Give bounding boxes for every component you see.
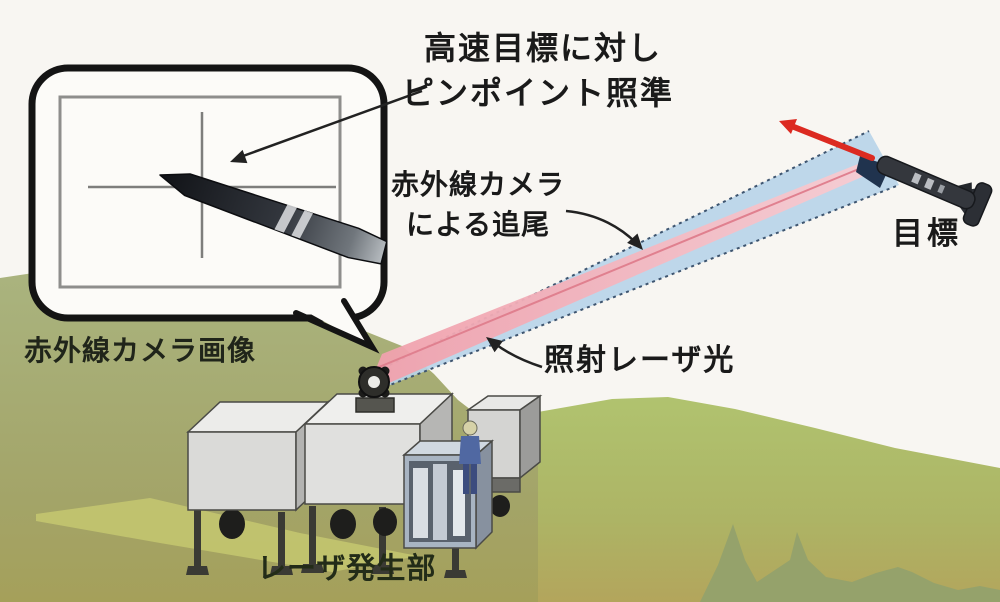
beam-director-turret bbox=[355, 366, 395, 413]
ir-tracking-label-line2: による追尾 bbox=[406, 208, 551, 241]
target-missile bbox=[876, 155, 993, 227]
callout-text-line2: ピンポイント照準 bbox=[402, 74, 675, 112]
trailer-wheels bbox=[219, 495, 510, 539]
callout-text-line1: 高速目標に対し bbox=[424, 29, 663, 67]
laser-ray bbox=[366, 160, 871, 393]
ir-tracking-label-line1: 赤外線カメラ bbox=[391, 168, 566, 201]
laser-generator-unit bbox=[186, 366, 543, 578]
person-figure bbox=[459, 420, 481, 494]
callout-pointer-arrow bbox=[230, 89, 423, 164]
camera-frame bbox=[58, 95, 342, 289]
laser-beam-label: 照射レーザ光 bbox=[544, 343, 736, 378]
ir-tracking-pointer-arrow bbox=[565, 209, 643, 250]
ir-camera-image-label: 赤外線カメラ画像 bbox=[24, 334, 257, 367]
target-label: 目標 bbox=[892, 216, 962, 252]
missile-in-scope bbox=[159, 173, 388, 265]
direction-arrow-icon bbox=[779, 119, 875, 161]
laser-pointer-arrow bbox=[486, 337, 543, 369]
ridge-silhouette bbox=[700, 524, 1000, 602]
speech-bubble bbox=[28, 64, 388, 354]
laser-generator-label: レーザ発生部 bbox=[257, 551, 437, 585]
right-hill bbox=[538, 397, 1000, 602]
